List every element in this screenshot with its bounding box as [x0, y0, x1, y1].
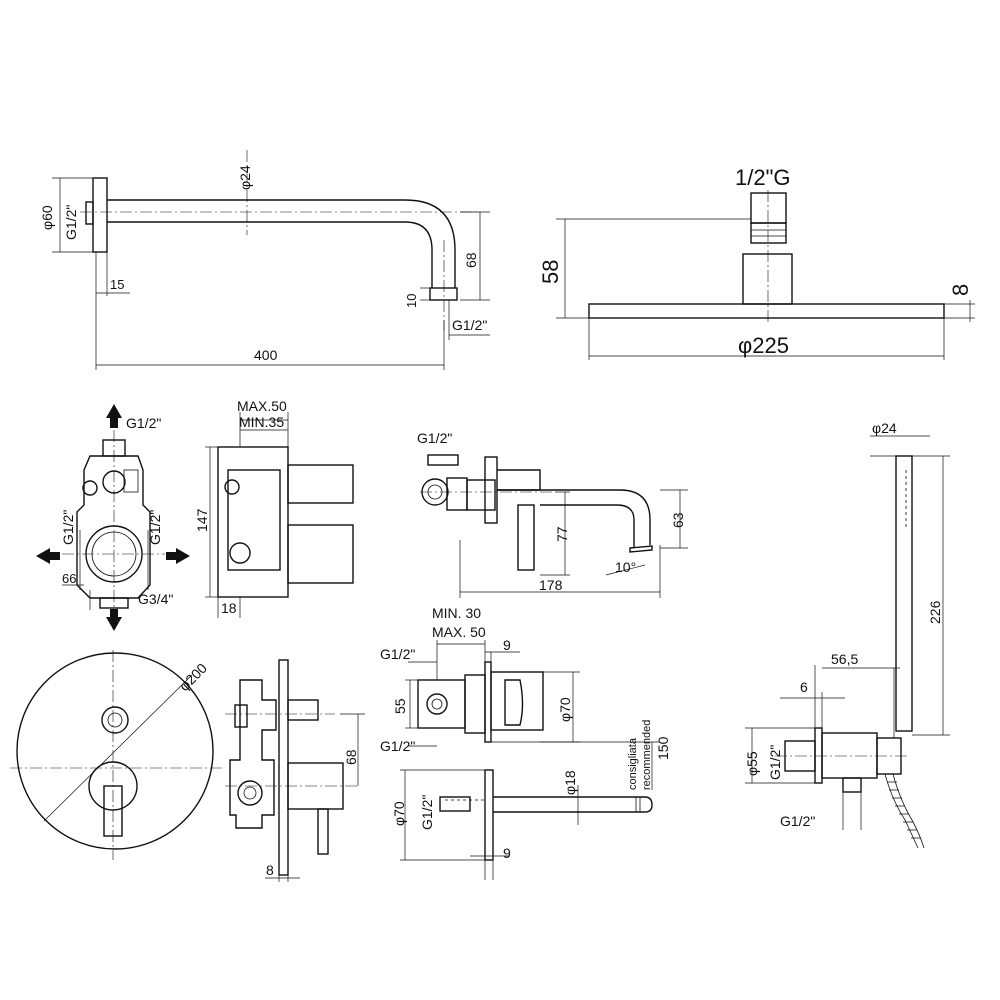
hand-projection-label: 56,5: [831, 651, 858, 667]
spout-angle-label: 10°: [615, 559, 636, 575]
arm-offset-label: 15: [110, 277, 124, 292]
arm-tip-label: 10: [404, 294, 419, 308]
mixer-height-label: 147: [194, 508, 210, 532]
bath-height-label: 55: [392, 698, 408, 714]
mixer-body-front-drawing: [36, 404, 190, 631]
shower-arm-drawing: [52, 150, 490, 370]
spout-height-label: 77: [554, 526, 570, 542]
hand-rosette-label: φ55: [744, 751, 760, 776]
mixer-thread-top-label: G1/2": [126, 415, 161, 431]
bath-plate2-label: 9: [503, 845, 511, 861]
mixer-thread-left-label: G1/2": [60, 510, 76, 545]
hand-length-label: 226: [927, 600, 943, 624]
head-diameter-label: φ225: [738, 333, 789, 358]
hand-thread-label: G1/2": [767, 745, 783, 780]
bath-min-label: MIN. 30: [432, 605, 481, 621]
bath-note-it-label: consigliata: [627, 737, 639, 790]
mixer-thread-bottom-label: G3/4": [138, 591, 173, 607]
mixer-depth-max-label: MAX.50: [237, 398, 287, 414]
wall-spout-drawing: [420, 454, 688, 598]
trim-plate-label: 8: [266, 862, 274, 878]
mixer-body-side-drawing: [205, 412, 354, 618]
bath-tube-label: φ18: [562, 770, 578, 795]
bath-spout-side-drawing: [400, 769, 653, 880]
mixer-width-label: 66: [62, 571, 76, 586]
trim-diameter-label: φ200: [176, 660, 210, 694]
bath-max-label: MAX. 50: [432, 624, 486, 640]
arm-d-tube-label: φ24: [237, 165, 253, 190]
shower-head-drawing: [556, 190, 975, 360]
mixer-depth-min-label: MIN.35: [239, 414, 284, 430]
spout-drop-label: 63: [670, 512, 686, 528]
bath-note-en-label: recommended: [641, 720, 653, 790]
bath-distance-label: 150: [655, 736, 671, 760]
head-thread-label: 1/2"G: [735, 165, 791, 190]
bath-spout-top-drawing: [405, 640, 660, 790]
arm-length-label: 400: [254, 347, 278, 363]
bath-plate-thickness-label: 9: [503, 637, 511, 653]
head-height-label: 58: [538, 260, 563, 284]
bath-rosette2-label: φ70: [391, 801, 407, 826]
mixer-thread-right-label: G1/2": [147, 510, 163, 545]
bath-thread2-label: G1/2": [419, 795, 435, 830]
hand-thread-out-label: G1/2": [780, 813, 815, 829]
bath-thread-top-label: G1/2": [380, 646, 415, 662]
trim-plate-side-drawing: [225, 659, 365, 882]
arm-thread-wall-label: G1/2": [63, 205, 79, 240]
hand-shower-drawing: [745, 435, 950, 849]
head-thickness-label: 8: [948, 284, 973, 296]
bath-rosette-label: φ70: [557, 697, 573, 722]
spout-thread-label: G1/2": [417, 430, 452, 446]
hand-d-handle-label: φ24: [872, 420, 897, 436]
spout-length-label: 178: [539, 577, 563, 593]
hand-depth-label: 6: [800, 679, 808, 695]
arm-drop-label: 68: [463, 252, 479, 268]
trim-plate-front-drawing: [10, 650, 222, 860]
arm-d-rosette-label: φ60: [39, 205, 55, 230]
mixer-base-label: 18: [221, 600, 237, 616]
bath-thread-bottom-label: G1/2": [380, 738, 415, 754]
arm-thread-out-label: G1/2": [452, 317, 487, 333]
trim-offset-label: 68: [343, 749, 359, 765]
